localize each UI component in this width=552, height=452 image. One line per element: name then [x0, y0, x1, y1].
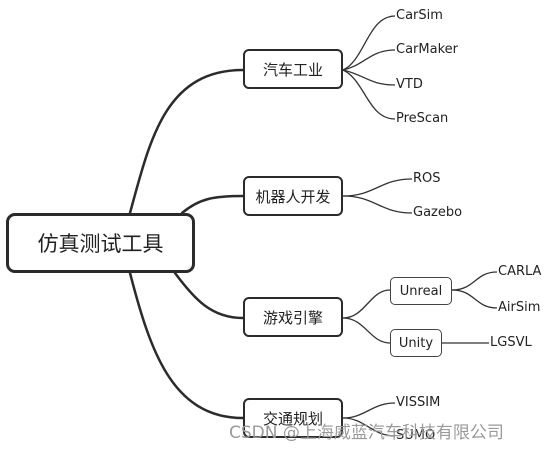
link-auto-vtd: [342, 69, 396, 86]
branch-automotive[interactable]: 汽车工业: [243, 49, 343, 89]
leaf-vtd[interactable]: VTD: [396, 77, 423, 92]
link-root-traffic: [128, 271, 245, 420]
link-unreal-airsim: [451, 289, 498, 309]
link-root-game: [173, 271, 245, 320]
link-game-unreal: [342, 289, 391, 319]
root-node[interactable]: 仿真测试工具: [6, 213, 195, 273]
leaf-lgsvl[interactable]: LGSVL: [490, 335, 532, 350]
leaf-sumo[interactable]: SUMO: [396, 428, 436, 443]
leaf-airsim[interactable]: AirSim: [498, 300, 541, 315]
leaf-prescan[interactable]: PreScan: [396, 111, 449, 126]
link-unreal-carla: [451, 271, 498, 291]
link-robot-ros: [342, 178, 413, 197]
link-auto-prescan: [342, 69, 396, 120]
link-traffic-vissim: [342, 402, 396, 419]
link-auto-carsim: [342, 15, 396, 71]
leaf-carmaker[interactable]: CarMaker: [396, 42, 458, 57]
link-traffic-sumo: [342, 417, 396, 437]
subnode-unreal[interactable]: Unreal: [390, 277, 452, 305]
leaf-vissim[interactable]: VISSIM: [396, 395, 441, 410]
leaf-carsim[interactable]: CarSim: [396, 8, 443, 23]
branch-traffic-planning[interactable]: 交通规划: [243, 398, 343, 438]
branch-robotics[interactable]: 机器人开发: [243, 176, 343, 216]
link-root-robot: [180, 194, 245, 215]
branch-game-engine[interactable]: 游戏引擎: [243, 297, 343, 337]
leaf-gazebo[interactable]: Gazebo: [413, 205, 463, 220]
link-robot-gazebo: [342, 195, 413, 214]
link-auto-carmaker: [342, 49, 396, 71]
link-root-auto: [128, 68, 245, 215]
leaf-carla[interactable]: CARLA: [498, 264, 542, 279]
watermark: CSDN @上海威蓝汽车科技有限公司: [229, 423, 504, 443]
leaf-ros[interactable]: ROS: [413, 171, 441, 186]
link-game-unity: [342, 317, 391, 344]
subnode-unity[interactable]: Unity: [390, 329, 442, 357]
